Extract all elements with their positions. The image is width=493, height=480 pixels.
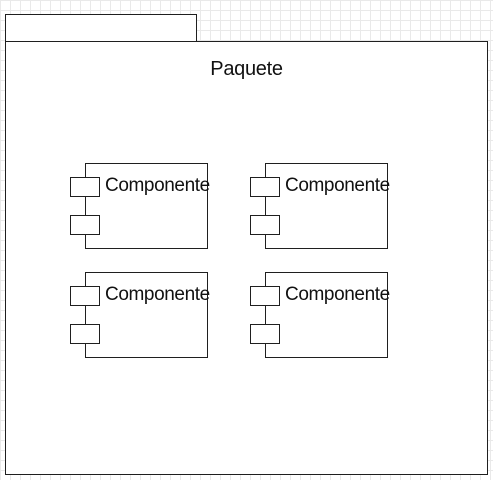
component-port-top xyxy=(70,177,100,197)
component-label: Componente xyxy=(105,175,210,196)
component-3[interactable]: Componente xyxy=(70,272,210,358)
package-title: Paquete xyxy=(210,58,283,80)
component-port-bottom xyxy=(70,324,100,344)
package-tab[interactable] xyxy=(5,14,197,42)
component-port-top xyxy=(70,286,100,306)
component-1[interactable]: Componente xyxy=(70,163,210,249)
component-label: Componente xyxy=(285,284,390,305)
component-port-bottom xyxy=(250,215,280,235)
package[interactable]: Paquete xyxy=(5,41,488,475)
component-label: Componente xyxy=(105,284,210,305)
component-port-top xyxy=(250,177,280,197)
component-2[interactable]: Componente xyxy=(250,163,390,249)
component-box[interactable] xyxy=(265,163,388,249)
component-4[interactable]: Componente xyxy=(250,272,390,358)
component-port-top xyxy=(250,286,280,306)
component-box[interactable] xyxy=(85,272,208,358)
component-port-bottom xyxy=(70,215,100,235)
component-box[interactable] xyxy=(85,163,208,249)
component-port-bottom xyxy=(250,324,280,344)
component-box[interactable] xyxy=(265,272,388,358)
component-label: Componente xyxy=(285,175,390,196)
